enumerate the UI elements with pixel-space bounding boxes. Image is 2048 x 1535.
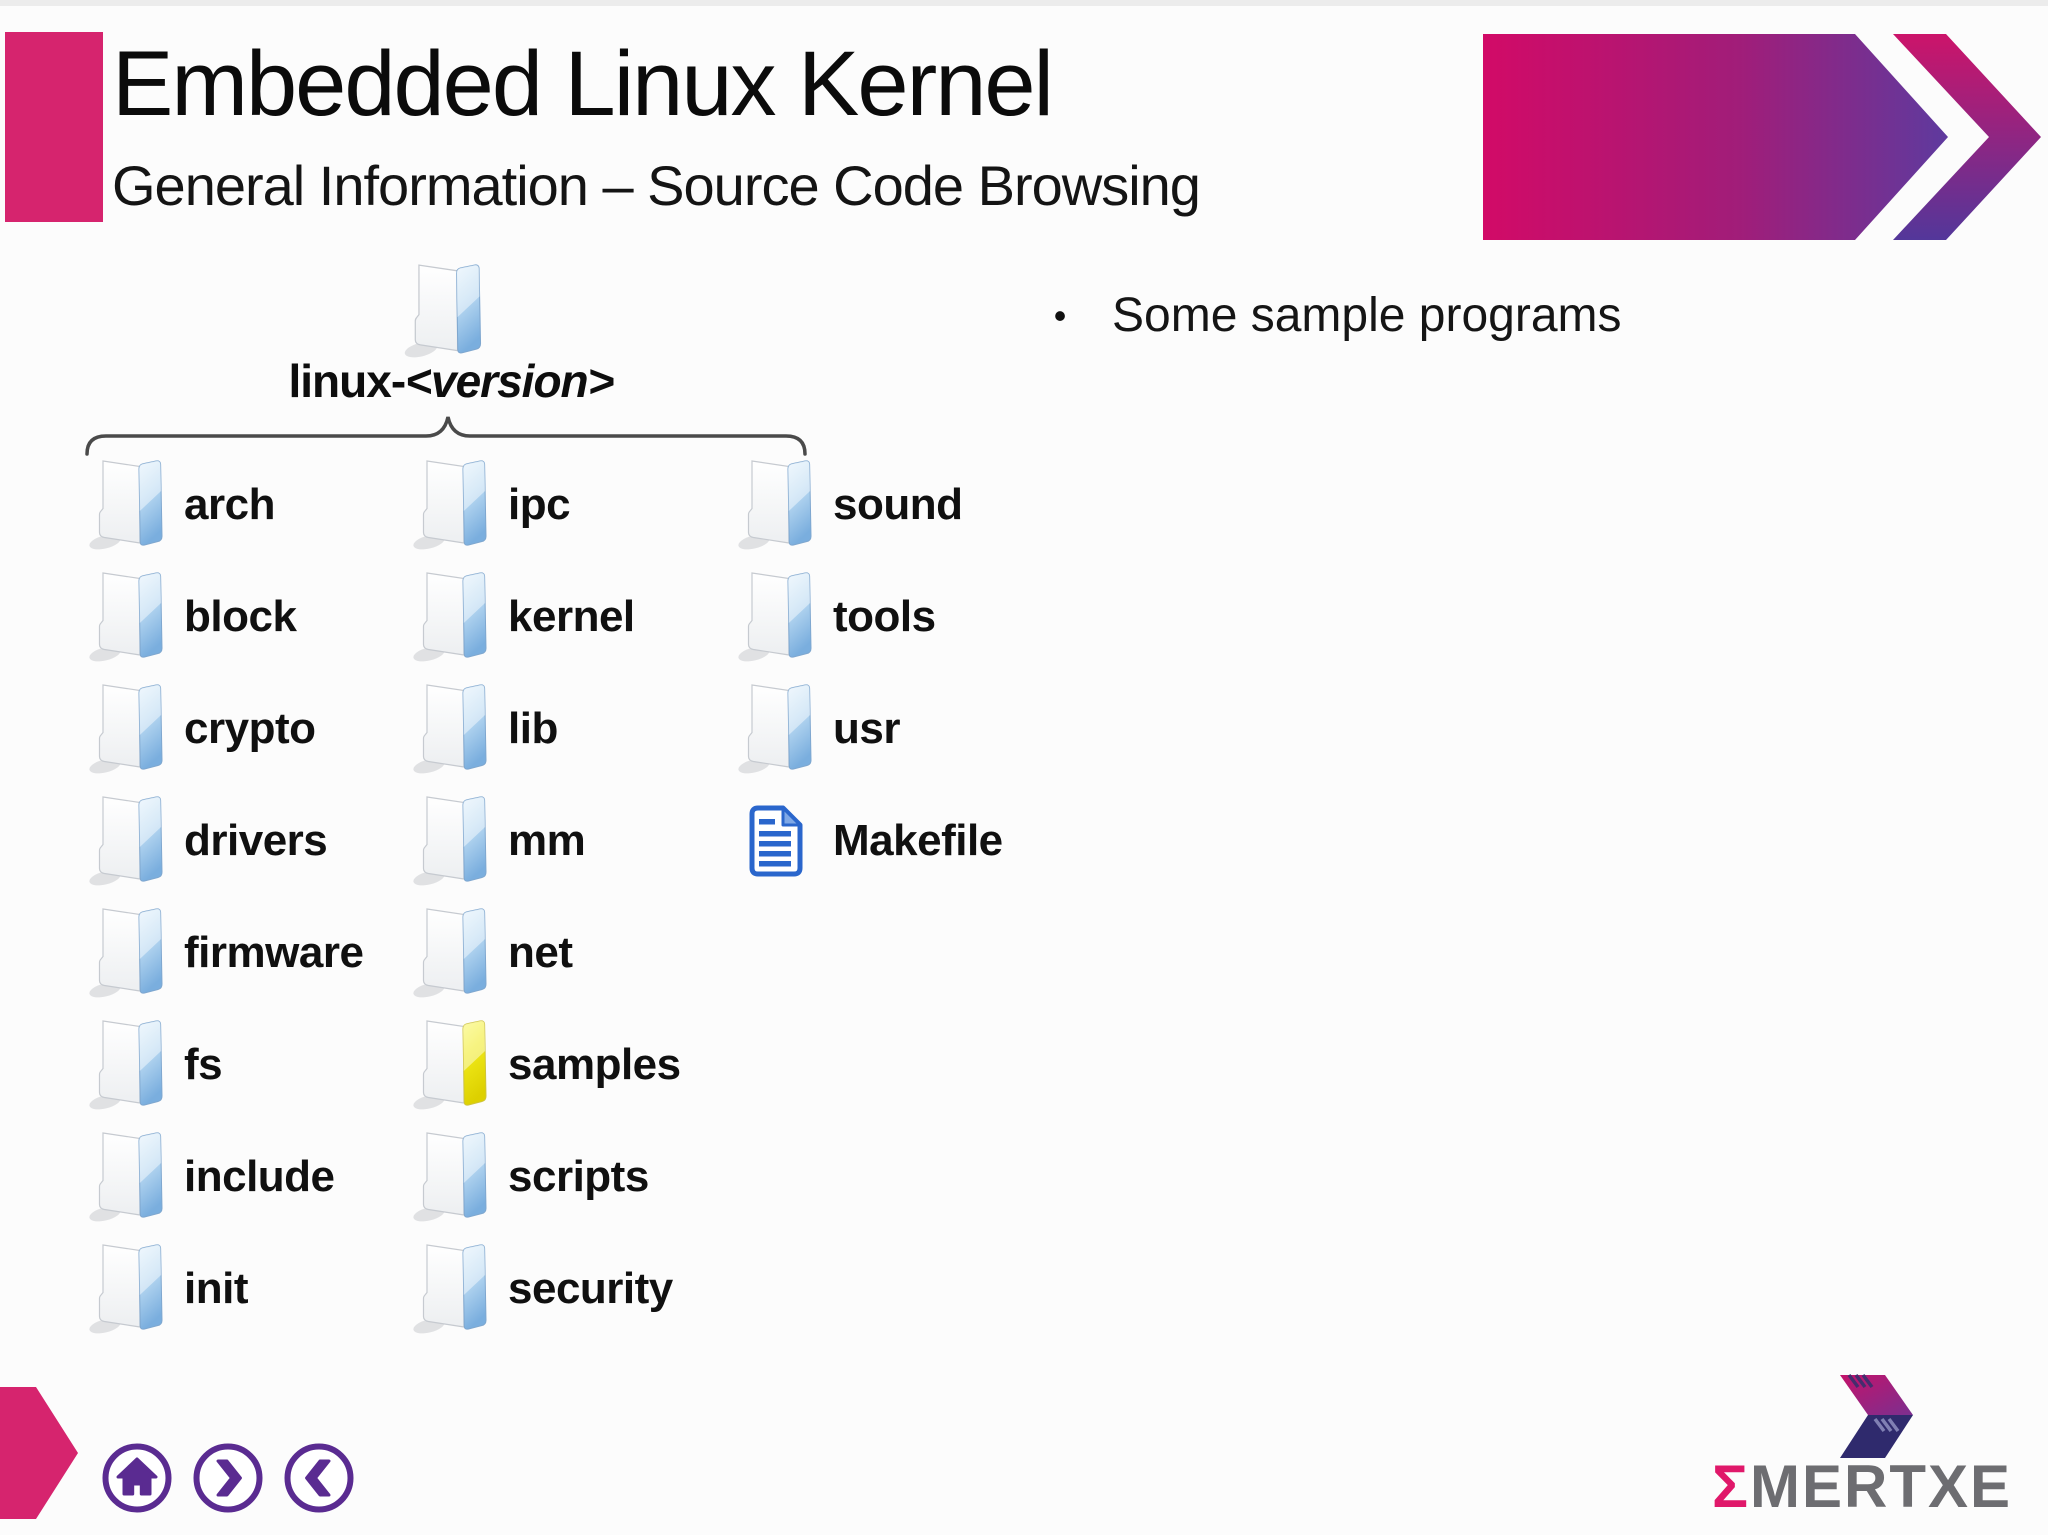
previous-button[interactable] xyxy=(284,1443,354,1513)
folder-icon xyxy=(88,459,166,551)
folder-label: sound xyxy=(833,480,963,529)
emertxe-logo-mark xyxy=(1840,1373,1913,1458)
folder-item-crypto: crypto xyxy=(88,673,316,785)
header-banner-arrow xyxy=(1483,34,2041,240)
chevron-right-icon xyxy=(216,1459,242,1497)
folder-label: fs xyxy=(184,1040,223,1089)
banner-chevron xyxy=(1893,34,2041,240)
folder-label: lib xyxy=(508,704,558,753)
folder-label: mm xyxy=(508,816,586,865)
folder-label: kernel xyxy=(508,592,635,641)
folder-label: crypto xyxy=(184,704,316,753)
folder-icon xyxy=(412,907,490,999)
folder-icon xyxy=(737,683,815,775)
folder-icon xyxy=(88,1243,166,1335)
folder-label: net xyxy=(508,928,573,977)
bullet-text: Some sample programs xyxy=(1112,289,1622,342)
file-item-Makefile: Makefile xyxy=(737,785,1003,897)
folder-icon xyxy=(412,795,490,887)
folder-label: drivers xyxy=(184,816,328,865)
folder-item-include: include xyxy=(88,1121,335,1233)
bullet-dot-icon: • xyxy=(1053,294,1067,336)
folder-icon xyxy=(88,907,166,999)
emertxe-logo-text: ΣMERTXE xyxy=(1712,1452,2012,1521)
folder-item-sound: sound xyxy=(737,449,963,561)
document-icon xyxy=(737,795,815,887)
folder-icon xyxy=(412,1019,490,1111)
chevron-left-icon xyxy=(305,1459,331,1497)
folder-label: block xyxy=(184,592,297,641)
page-subtitle: General Information – Source Code Browsi… xyxy=(112,154,1201,217)
footer-accent-arrow xyxy=(0,1387,78,1519)
folder-label: firmware xyxy=(184,928,364,977)
folder-item-drivers: drivers xyxy=(88,785,328,897)
folder-item-samples: samples xyxy=(412,1009,681,1121)
folder-label: include xyxy=(184,1152,335,1201)
folder-label: samples xyxy=(508,1040,681,1089)
folder-item-security: security xyxy=(412,1233,673,1345)
folder-label: usr xyxy=(833,704,900,753)
folder-icon xyxy=(412,571,490,663)
tree-brace xyxy=(85,416,807,456)
root-folder-icon xyxy=(404,264,482,358)
folder-item-net: net xyxy=(412,897,573,1009)
logo-sigma: Σ xyxy=(1712,1453,1751,1520)
next-button[interactable] xyxy=(193,1443,263,1513)
folder-item-tools: tools xyxy=(737,561,936,673)
folder-item-lib: lib xyxy=(412,673,558,785)
logo-wordmark: MERTXE xyxy=(1750,1453,2013,1520)
folder-item-arch: arch xyxy=(88,449,275,561)
folder-icon xyxy=(412,1131,490,1223)
folder-item-ipc: ipc xyxy=(412,449,571,561)
folder-icon xyxy=(412,459,490,551)
home-icon xyxy=(116,1457,158,1496)
folder-icon xyxy=(737,571,815,663)
root-folder-label: linux-<version> xyxy=(251,354,651,408)
folder-item-fs: fs xyxy=(88,1009,223,1121)
folder-label: security xyxy=(508,1264,673,1313)
title-accent-bar xyxy=(5,32,103,222)
folder-item-firmware: firmware xyxy=(88,897,364,1009)
folder-label: init xyxy=(184,1264,248,1313)
folder-icon xyxy=(88,1131,166,1223)
home-button[interactable] xyxy=(102,1443,172,1513)
folder-icon xyxy=(88,1019,166,1111)
file-label: Makefile xyxy=(833,816,1003,865)
folder-icon xyxy=(737,459,815,551)
folder-item-mm: mm xyxy=(412,785,586,897)
folder-icon xyxy=(88,571,166,663)
page-title: Embedded Linux Kernel xyxy=(112,33,1054,135)
folder-item-usr: usr xyxy=(737,673,900,785)
root-folder-version: <version> xyxy=(405,355,614,407)
folder-icon xyxy=(88,795,166,887)
folder-item-init: init xyxy=(88,1233,248,1345)
folder-label: scripts xyxy=(508,1152,649,1201)
folder-label: ipc xyxy=(508,480,571,529)
folder-label: tools xyxy=(833,592,936,641)
root-folder-name: linux- xyxy=(288,355,406,407)
folder-icon xyxy=(88,683,166,775)
folder-label: arch xyxy=(184,480,275,529)
folder-item-kernel: kernel xyxy=(412,561,635,673)
bullet-item: • Some sample programs xyxy=(1040,288,1622,343)
slide-nav-buttons xyxy=(102,1443,354,1513)
folder-item-block: block xyxy=(88,561,297,673)
folder-item-scripts: scripts xyxy=(412,1121,649,1233)
slide-top-edge xyxy=(0,0,2048,6)
folder-icon xyxy=(412,1243,490,1335)
folder-icon xyxy=(412,683,490,775)
banner-big-arrow xyxy=(1483,34,1948,240)
